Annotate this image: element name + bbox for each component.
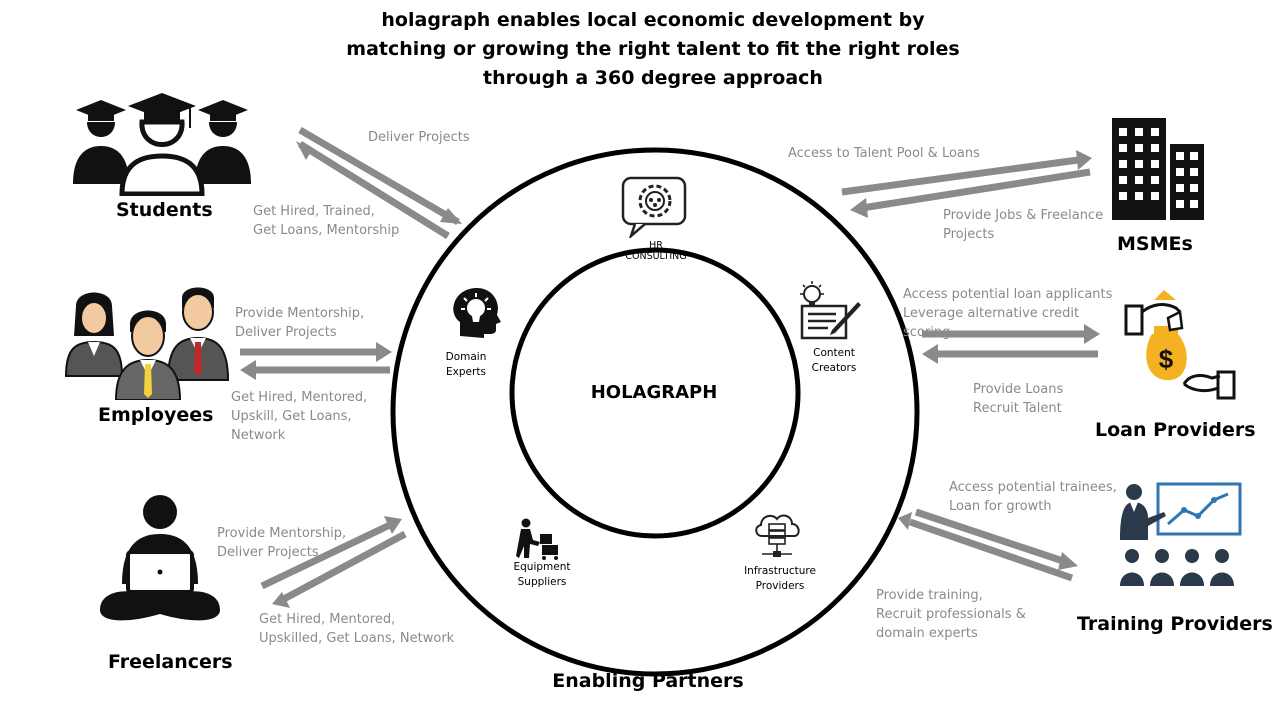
freelancers-arrows [260,516,407,608]
msmes-buildings-icon [1112,118,1204,220]
freelancers-laptop-icon [100,495,220,621]
center-holagraph: HOLAGRAPH [590,382,718,403]
freelancers-label: Freelancers [108,651,233,673]
enabling-partners-caption: Enabling Partners [552,670,744,692]
employees-arrows [240,342,392,380]
training-access-text: Access potential trainees, Loan for grow… [949,480,1117,514]
loan-arrows [922,324,1100,364]
employees-benefits-text: Get Hired, Mentored, Upskill, Get Loans,… [231,390,368,443]
equipment-suppliers-label: Equipment Suppliers [513,561,571,588]
training-presentation-icon [1120,482,1242,586]
freelancers-provide-text: Provide Mentorship, Deliver Projects [217,526,347,560]
students-deliver-projects-text: Deliver Projects [368,130,470,145]
msmes-provide-text: Provide Jobs & Freelance Projects [943,208,1104,242]
diagram-title: holagraph enables local economic develop… [290,6,1016,93]
students-benefits-text: Get Hired, Trained, Get Loans, Mentorshi… [253,204,400,238]
inner-ring [509,247,801,539]
freelancers-benefits-text: Get Hired, Mentored, Upskilled, Get Loan… [259,612,455,646]
hr-consulting-label: HR CONSULTING [625,240,687,262]
title-line-1: holagraph enables local economic develop… [381,9,925,31]
loan-provide-text: Provide Loans Recruit Talent [973,382,1064,416]
loan-access-text: Access potential loan applicants Leverag… [903,287,1113,340]
employees-icon [64,287,230,400]
employees-label: Employees [98,404,214,426]
equipment-suppliers-icon [516,518,558,560]
loan-providers-label: Loan Providers [1095,419,1256,441]
title-line-3: through a 360 degree approach [483,67,823,89]
training-arrows [898,508,1078,582]
students-graduates-icon [73,93,251,196]
employees-provide-text: Provide Mentorship, Deliver Projects [235,306,365,340]
svg-text:$: $ [1159,344,1174,374]
msmes-arrows [841,150,1092,218]
msmes-label: MSMEs [1117,233,1193,255]
training-provide-text: Provide training, Recruit professionals … [876,588,1026,641]
title-line-2: matching or growing the right talent to … [346,38,960,60]
content-creators-label: Content Creators [811,347,857,374]
loan-money-bag-icon: $ [1124,290,1236,400]
infrastructure-providers-label: Infrastructure Providers [744,565,816,592]
domain-experts-icon [453,288,501,338]
msmes-access-text: Access to Talent Pool & Loans [788,146,980,161]
hr-consulting-icon [621,176,687,238]
students-arrows [296,126,462,239]
infrastructure-cloud-icon [755,514,800,557]
content-creators-icon [800,281,861,340]
training-providers-label: Training Providers [1077,613,1273,635]
students-label: Students [116,199,213,221]
outer-ring [390,147,920,677]
domain-experts-label: Domain Experts [445,351,487,378]
